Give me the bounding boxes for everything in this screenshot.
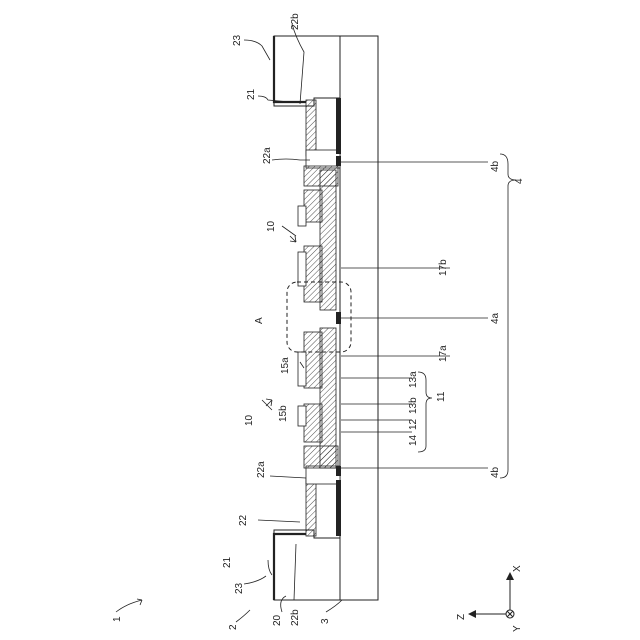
arrow-10-top (290, 236, 296, 242)
label-15b: 15b (278, 405, 289, 422)
label-4a: 4a (490, 312, 501, 324)
axis-label-z: Z (456, 614, 467, 620)
electrode-lower-pad4 (298, 406, 306, 426)
label-A: A (254, 317, 265, 324)
label-14: 14 (408, 434, 419, 446)
label-10-top: 10 (266, 220, 277, 232)
labels: 23 22b 21 22a 10 A 15a 15b 10 22a 22 21 … (112, 13, 525, 630)
label-21-top: 21 (246, 88, 257, 100)
label-17a: 17a (438, 345, 449, 362)
film-4b-bottom-dark (336, 480, 341, 536)
film-4b-top-dark (336, 98, 341, 154)
label-11: 11 (436, 391, 447, 402)
axis-label-y: Y (512, 625, 523, 632)
label-21-bottom: 21 (222, 556, 233, 568)
label-1: 1 (112, 616, 123, 622)
inner-wall-22-bottom (306, 478, 316, 536)
package-body-bottom (274, 530, 340, 600)
electrode-upper-pad2 (298, 206, 306, 226)
label-13a: 13a (408, 371, 419, 388)
label-17b: 17b (438, 259, 449, 276)
label-4b-top: 4b (490, 160, 501, 172)
label-4b-bottom: 4b (490, 466, 501, 478)
gap-4a (336, 312, 341, 324)
label-22b-top: 22b (290, 13, 301, 30)
coordinate-axes: X Z Y (456, 565, 523, 632)
axis-label-x: X (512, 565, 523, 572)
arrow-1 (137, 599, 142, 605)
electrode-upper-pad3 (304, 246, 322, 302)
arrow-10-bottom (266, 399, 272, 406)
label-13b: 13b (408, 397, 419, 414)
label-3: 3 (320, 618, 331, 624)
electrode-lower-pad1 (304, 332, 322, 388)
electrode-upper-pad4 (298, 252, 306, 286)
bonding-22a-top (306, 150, 340, 168)
label-23-bottom: 23 (234, 582, 245, 594)
label-15a: 15a (280, 357, 291, 374)
bonding-22a-bottom (306, 466, 340, 484)
label-10-bottom: 10 (244, 414, 255, 426)
inner-wall-22-top (306, 100, 316, 156)
label-4: 4 (514, 178, 525, 184)
label-20: 20 (272, 614, 283, 626)
electrode-lower-pad3 (304, 404, 322, 442)
electrode-upper-pad1 (304, 190, 322, 222)
label-2: 2 (228, 624, 239, 630)
label-22: 22 (238, 514, 249, 526)
label-12: 12 (408, 418, 419, 430)
film-4b-top-small (336, 156, 341, 166)
electrode-lower-pad2 (298, 352, 306, 386)
label-22b-bottom: 22b (290, 609, 301, 626)
label-22a-bottom: 22a (256, 461, 267, 478)
electrode-lower-right (304, 446, 338, 468)
package-body-top (274, 36, 340, 106)
label-23-top: 23 (232, 34, 243, 46)
label-22a-top: 22a (262, 147, 273, 164)
